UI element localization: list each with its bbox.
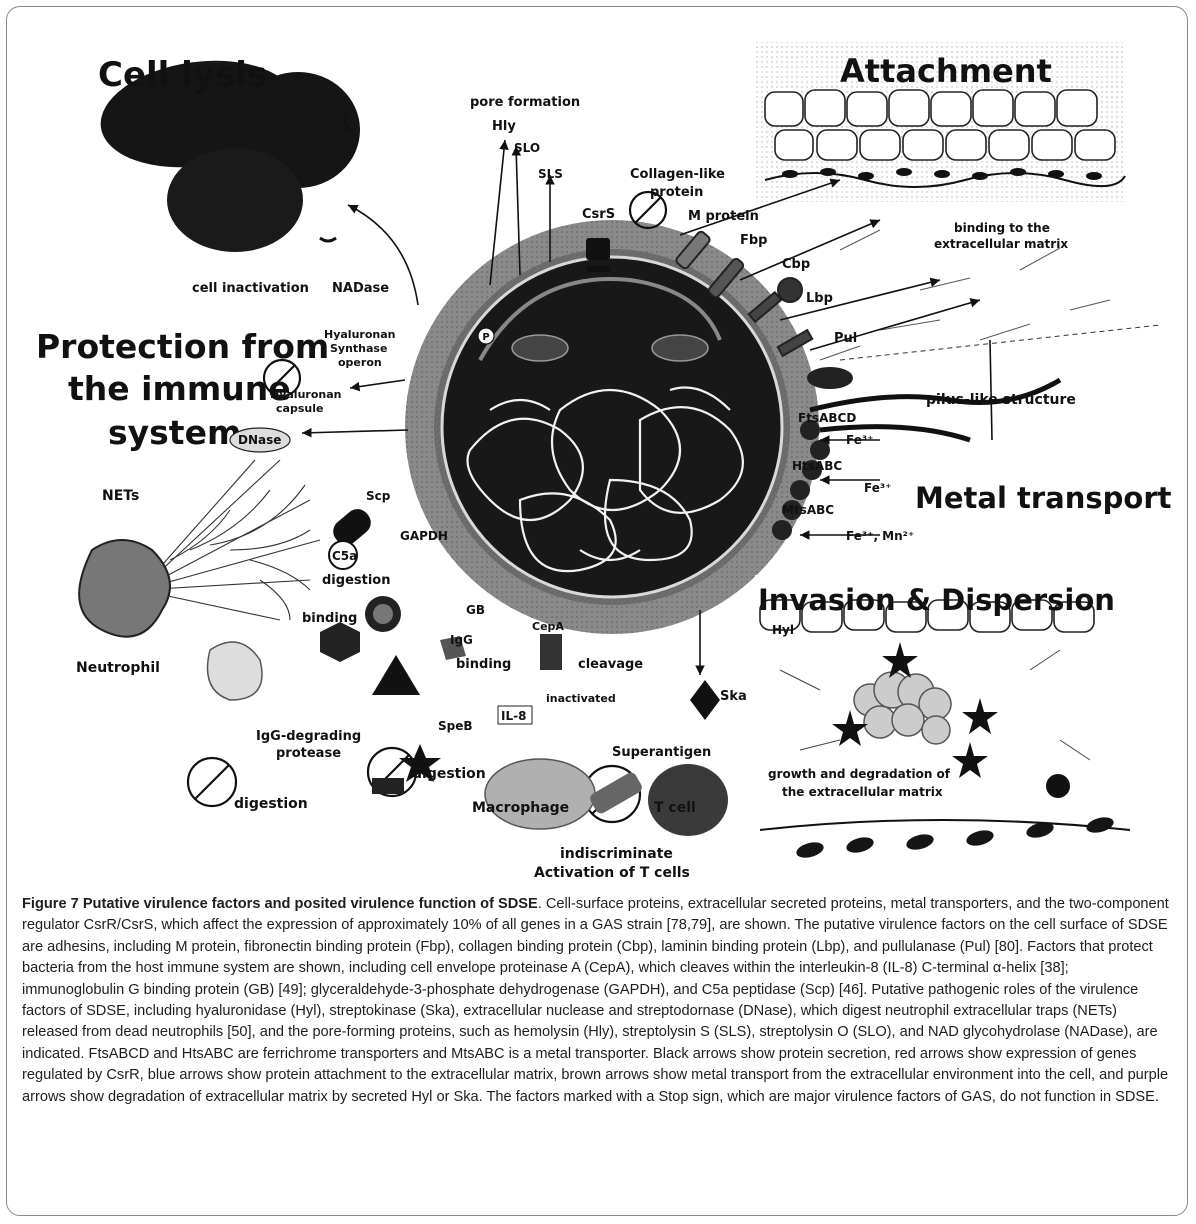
- label-il8: IL-8: [501, 709, 526, 723]
- label-t-cell: T cell: [654, 800, 696, 816]
- label-binding-mid: binding: [456, 657, 511, 672]
- label-protection-2: the immune: [68, 369, 291, 408]
- label-hyaluronan-synthase-1: Hyaluronan: [324, 328, 395, 341]
- label-indiscriminate: indiscriminate: [560, 846, 673, 862]
- label-csrs: CsrS: [582, 207, 615, 222]
- label-attachment: Attachment: [840, 52, 1052, 90]
- label-binding-ecm-2: extracellular matrix: [934, 237, 1068, 251]
- label-protection-1: Protection from: [36, 327, 329, 366]
- label-pilus: pilus-like structure: [926, 392, 1076, 408]
- label-metal-transport: Metal transport: [915, 481, 1172, 515]
- label-digestion-mid: digestion: [412, 766, 486, 782]
- label-pore-formation: pore formation: [470, 95, 580, 110]
- label-fe-mn: Fe³⁺, Mn²⁺: [846, 529, 914, 543]
- label-hyaluronan-synthase-3: operon: [338, 356, 382, 369]
- label-hyaluronan-synthase-2: Synthase: [330, 342, 387, 355]
- label-hyaluronan-capsule-2: capsule: [276, 402, 323, 415]
- label-macrophage: Macrophage: [472, 800, 569, 816]
- digested-fragment: [372, 778, 404, 794]
- label-fe-2: Fe³⁺: [864, 481, 891, 495]
- label-cbp: Cbp: [782, 257, 810, 272]
- label-pul: Pul: [834, 331, 857, 346]
- label-invasion: Invasion & Dispersion: [758, 583, 1115, 617]
- pilus-structure: [810, 380, 1060, 440]
- label-lbp: Lbp: [806, 291, 833, 306]
- label-hts: HtsABC: [792, 459, 842, 473]
- label-hyl: Hyl: [772, 623, 794, 637]
- label-fbp: Fbp: [740, 233, 768, 248]
- label-cell-inactivation: cell inactivation: [192, 281, 309, 296]
- label-igg-protease-1: IgG-degrading: [256, 729, 361, 744]
- label-cepa: CepA: [532, 620, 564, 633]
- figure-illustration: P: [20, 30, 1180, 890]
- label-binding-ecm-1: binding to the: [954, 221, 1050, 235]
- label-fts: FtsABCD: [798, 411, 856, 425]
- caption-title: Figure 7 Putative virulence factors and …: [22, 896, 538, 912]
- label-gapdh: GAPDH: [400, 529, 448, 543]
- label-sls: SLS: [538, 167, 563, 181]
- label-c5a: C5a: [332, 549, 357, 563]
- label-superantigen: Superantigen: [612, 745, 711, 760]
- label-ska: Ska: [720, 689, 747, 704]
- label-digestion-left: digestion: [234, 796, 308, 812]
- label-gb: GB: [466, 603, 485, 617]
- label-slo: SLO: [514, 141, 540, 155]
- invasion-tissue: [755, 575, 1130, 865]
- label-igg: IgG: [450, 633, 473, 647]
- label-digestion-c5a: digestion: [322, 573, 390, 588]
- label-cell-lysis: Cell lysis: [98, 55, 267, 95]
- label-mts: MtsABC: [782, 503, 834, 517]
- bacterium-cell: P: [405, 220, 819, 634]
- label-growth-2: the extracellular matrix: [782, 785, 943, 799]
- label-m-protein: M protein: [688, 209, 759, 224]
- macrophage-cell: [485, 759, 595, 829]
- label-igg-protease-2: protease: [276, 746, 341, 761]
- label-hly: Hly: [492, 119, 516, 134]
- label-cleavage: cleavage: [578, 657, 643, 672]
- label-nadase: NADase: [332, 281, 389, 296]
- label-inactivated: inactivated: [546, 692, 616, 705]
- label-scp: Scp: [366, 489, 391, 503]
- caption-text: . Cell-surface proteins, extracellular s…: [22, 896, 1169, 1105]
- label-speb: SpeB: [438, 719, 473, 733]
- label-dnase: DNase: [238, 433, 281, 447]
- label-hyaluronan-capsule-1: Hyaluronan: [270, 388, 341, 401]
- label-activation: Activation of T cells: [534, 865, 690, 881]
- svg-text:P: P: [482, 332, 489, 343]
- figure-caption: Figure 7 Putative virulence factors and …: [22, 894, 1170, 1108]
- label-fe-1: Fe³⁺: [846, 433, 873, 447]
- label-collagen-1: Collagen-like: [630, 167, 725, 182]
- label-neutrophil: Neutrophil: [76, 660, 160, 676]
- label-protection-3: system: [108, 413, 241, 452]
- label-nets: NETs: [102, 488, 139, 504]
- label-growth-1: growth and degradation of: [768, 767, 951, 781]
- label-binding-left: binding: [302, 611, 357, 626]
- label-collagen-2: protein: [650, 185, 703, 200]
